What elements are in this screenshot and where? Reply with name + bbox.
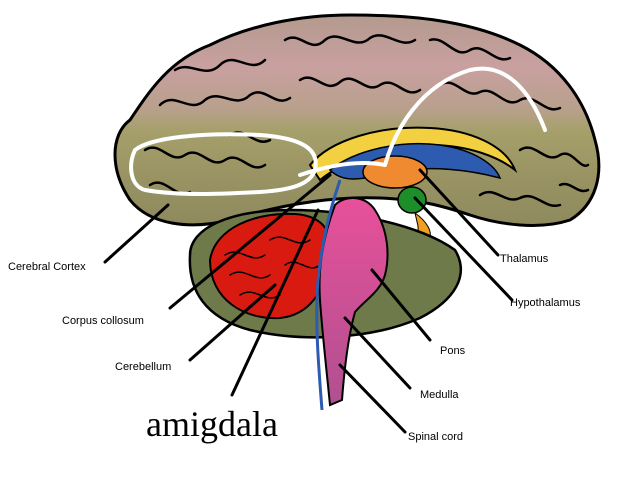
leader-thalamus [418,168,500,257]
label-hypothalamus: Hypothalamus [510,297,581,309]
leader-lines [103,168,514,434]
leader-cerebral-cortex [103,203,170,264]
label-corpus-collosum: Corpus collosum [62,315,144,327]
annotation-amigdala: amigdala [146,404,278,444]
label-thalamus: Thalamus [500,253,549,265]
leader-amigdala [230,208,320,397]
leader-cerebellum [188,283,277,362]
brainstem [318,197,389,407]
hypothalamus [397,186,427,214]
hand-drawn-path [129,66,547,196]
label-pons: Pons [440,345,466,357]
leader-medulla [343,316,412,390]
leader-corpus-collosum [168,173,332,310]
cerebellum-folds [224,236,321,299]
leader-pons [370,268,432,342]
vessel [315,179,342,411]
label-cerebellum: Cerebellum [115,361,171,373]
label-cerebral-cortex: Cerebral Cortex [8,261,86,273]
leader-hypothalamus [413,196,514,302]
leader-spinal-cord [338,363,407,434]
label-medulla: Medulla [420,389,459,401]
label-spinal-cord: Spinal cord [408,431,463,443]
thalamus [362,155,428,189]
